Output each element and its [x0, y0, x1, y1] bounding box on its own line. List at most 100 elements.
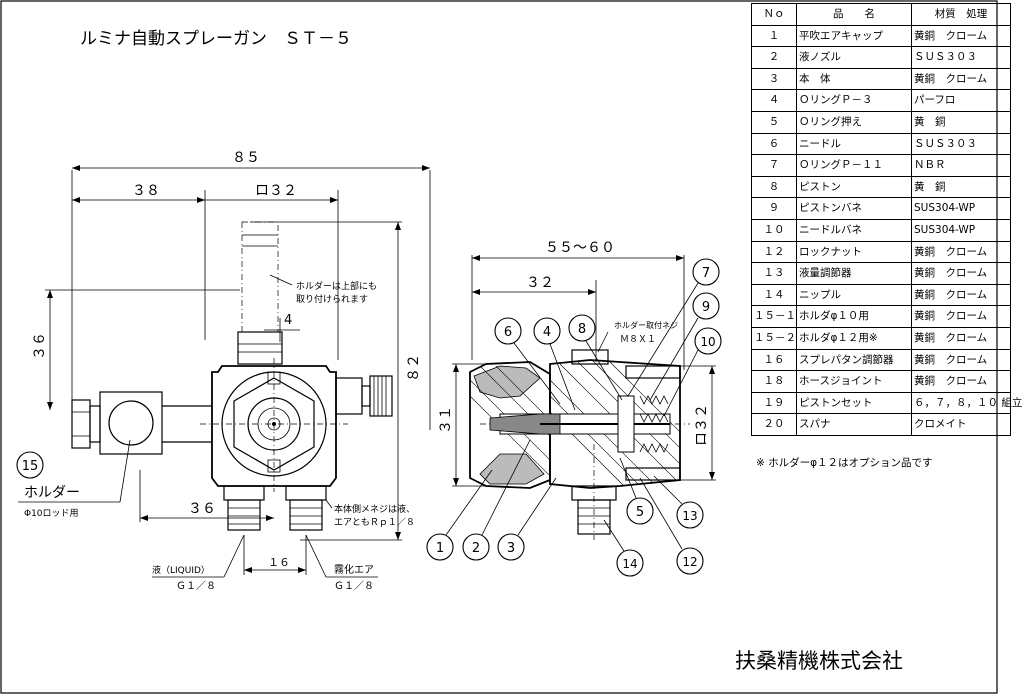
parts-table-cell: ５ [751, 110, 797, 134]
parts-table-cell: 液量調節器 [796, 262, 912, 285]
dim-32-section: ３２ [526, 275, 554, 291]
company-name: 扶桑精機株式会社 [735, 649, 903, 673]
parts-table-cell: SUS304-WP [911, 218, 1011, 242]
parts-table-cell: ６，７，８，１０ 組立 [911, 391, 1022, 415]
drawing-title: ルミナ自動スプレーガン ＳＴ－５ [80, 29, 352, 49]
parts-table-cell: 黄銅 クローム [911, 326, 1011, 350]
parts-table-cell: SUS304-WP [911, 197, 1011, 220]
parts-table-cell: １５－２ [751, 326, 797, 350]
parts-table-cell: 黄 銅 [911, 175, 1011, 199]
parts-table-cell: ロックナット [796, 240, 912, 264]
note-holder-top-2: 取り付けられます [296, 294, 368, 305]
main-body [211, 365, 337, 487]
parts-table-cell: １２ [751, 240, 797, 264]
dim-4: 4 [284, 313, 292, 328]
parts-table-cell: Ｏリング押え [796, 110, 912, 134]
parts-table-cell: ホルダφ１０用 [796, 305, 912, 328]
dim-32-square: ロ３２ [255, 183, 297, 199]
balloon-15-label: 15 [22, 459, 39, 474]
parts-table-cell: ＯリングＰ－３ [796, 89, 912, 112]
dim-16: １６ [268, 556, 290, 569]
parts-table-cell: ニップル [796, 283, 912, 307]
parts-table-cell: １ [751, 24, 797, 48]
parts-table-cell: 黄銅 クローム [911, 305, 1011, 328]
parts-table-cell: １０ [751, 218, 797, 242]
parts-table-cell: ホースジョイント [796, 370, 912, 393]
parts-table-cell: １８ [751, 370, 797, 393]
parts-table-cell: ７ [751, 154, 797, 177]
dim-82: ８２ [406, 354, 422, 382]
parts-table-cell: 黄銅 クローム [911, 67, 1011, 91]
balloon-9: 9 [702, 300, 710, 315]
dim-36-vertical: ３６ [32, 332, 48, 360]
front-view: ８５ ３８ ロ３２ ３６ ８２ 4 [16, 150, 431, 592]
parts-table-cell: ニードルバネ [796, 218, 912, 242]
parts-table-cell: クロメイト [911, 413, 1011, 436]
parts-table-cell: ２ [751, 46, 797, 69]
parts-table-cell: ＳＵＳ３０３ [911, 132, 1011, 156]
balloon-14: 14 [622, 557, 637, 571]
parts-table-cell: ２０ [751, 413, 797, 436]
balloon-8: 8 [578, 322, 586, 337]
parts-table-cell: 液ノズル [796, 46, 912, 69]
parts-table-footnote: ※ ホルダーφ１２はオプション品です [756, 457, 933, 469]
dim-36-horizontal: ３６ [188, 501, 216, 517]
parts-table-cell: 黄銅 クローム [911, 240, 1011, 264]
parts-table-cell: ３ [751, 67, 797, 91]
parts-table-cell: ６ [751, 132, 797, 156]
parts-table-cell: パーフロ [911, 89, 1011, 112]
note-holder-screw: ホルダー取付ネジ [614, 320, 678, 330]
parts-table-cell: 黄銅 クローム [911, 262, 1011, 285]
parts-table-cell: ９ [751, 197, 797, 220]
parts-table-cell: ８ [751, 175, 797, 199]
holder-block [99, 391, 163, 455]
parts-table-cell: ＳＵＳ３０３ [911, 46, 1011, 69]
section-view: ５５～６０ ３２ ３１ ロ３２ [426, 240, 722, 577]
balloon-3: 3 [507, 541, 515, 556]
parts-table-cell: １６ [751, 348, 797, 372]
parts-table-cell: ＮＢＲ [911, 154, 1011, 177]
top-holder-outline [241, 221, 279, 333]
parts-table-cell: ニードル [796, 132, 912, 156]
dim-38: ３８ [132, 183, 160, 199]
parts-table-cell: スプレパタン調節器 [796, 348, 912, 372]
note-body-thread-2: エアともＲｐ１／８ [334, 517, 415, 528]
parts-table-cell: ホルダφ１２用※ [796, 326, 912, 350]
note-liquid-thread: Ｇ１／８ [176, 580, 216, 592]
dim-31: ３１ [438, 406, 454, 434]
balloon-6: 6 [504, 325, 512, 340]
parts-table-cell: スパナ [796, 413, 912, 436]
parts-table-header-cell: Ｎｏ [751, 3, 797, 26]
dim-85: ８５ [232, 150, 260, 166]
balloon-13: 13 [682, 509, 697, 523]
note-liquid: 液（LIQUID） [152, 564, 210, 576]
parts-table-cell: 黄銅 クローム [911, 283, 1011, 307]
balloon-2: 2 [472, 541, 480, 556]
dim-55-60: ５５～６０ [545, 240, 615, 256]
parts-table-cell: 黄 銅 [911, 110, 1011, 134]
note-holder-label: ホルダー [24, 485, 80, 501]
balloon-4: 4 [543, 325, 551, 340]
note-holder-rod: Φ10ロッド用 [24, 508, 79, 519]
parts-table-cell: 本 体 [796, 67, 912, 91]
parts-table-cell: 平吹エアキャップ [796, 24, 912, 48]
parts-table-cell: ピストン [796, 175, 912, 199]
parts-table-cell: ピストンセット [796, 391, 912, 415]
parts-table-cell: １９ [751, 391, 797, 415]
